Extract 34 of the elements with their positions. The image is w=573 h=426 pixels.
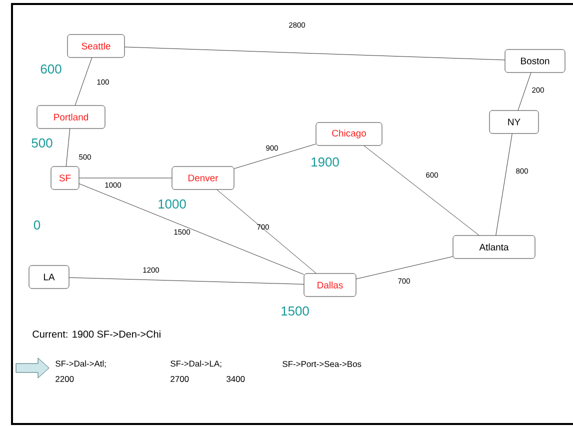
route-note: 3400 [226, 376, 245, 382]
road-line [216, 190, 316, 274]
road-line [518, 72, 532, 110]
route-note: SF->Dal->LA; [170, 360, 222, 368]
route-note: 2700 [170, 376, 189, 382]
distance-value: 1500 [282, 306, 309, 316]
road-line [79, 184, 304, 275]
road-line [356, 256, 453, 280]
distance-value: 0 [34, 220, 40, 230]
city-box: Dallas [304, 273, 356, 297]
distance-value: 1900 [312, 157, 339, 167]
distance-value: 500 [32, 138, 52, 148]
route-note: SF->Dal->Atl; [56, 360, 106, 368]
city-box: Portland [36, 105, 106, 129]
road-line [496, 134, 512, 236]
distance-value: 600 [40, 64, 62, 74]
route-note: Current: 1900 SF->Den->Chi [32, 330, 160, 338]
city-box: Chicago [316, 122, 382, 146]
city-box: Seattle [67, 34, 125, 58]
route-note: 2200 [56, 376, 74, 382]
city-box: SF [50, 166, 80, 190]
city-box: LA [28, 265, 70, 289]
road-line [364, 146, 480, 236]
road-line [74, 58, 92, 106]
city-box: Boston [504, 49, 566, 73]
route-note: SF->Port->Sea->Bos [282, 361, 362, 367]
road-line [69, 277, 304, 284]
road-line [66, 128, 70, 166]
city-box: Atlanta [452, 235, 536, 259]
distance-value: 1000 [158, 199, 186, 209]
road-line [234, 144, 316, 169]
city-box: NY [489, 110, 539, 134]
city-box: Denver [172, 166, 234, 190]
road-line [124, 46, 505, 60]
